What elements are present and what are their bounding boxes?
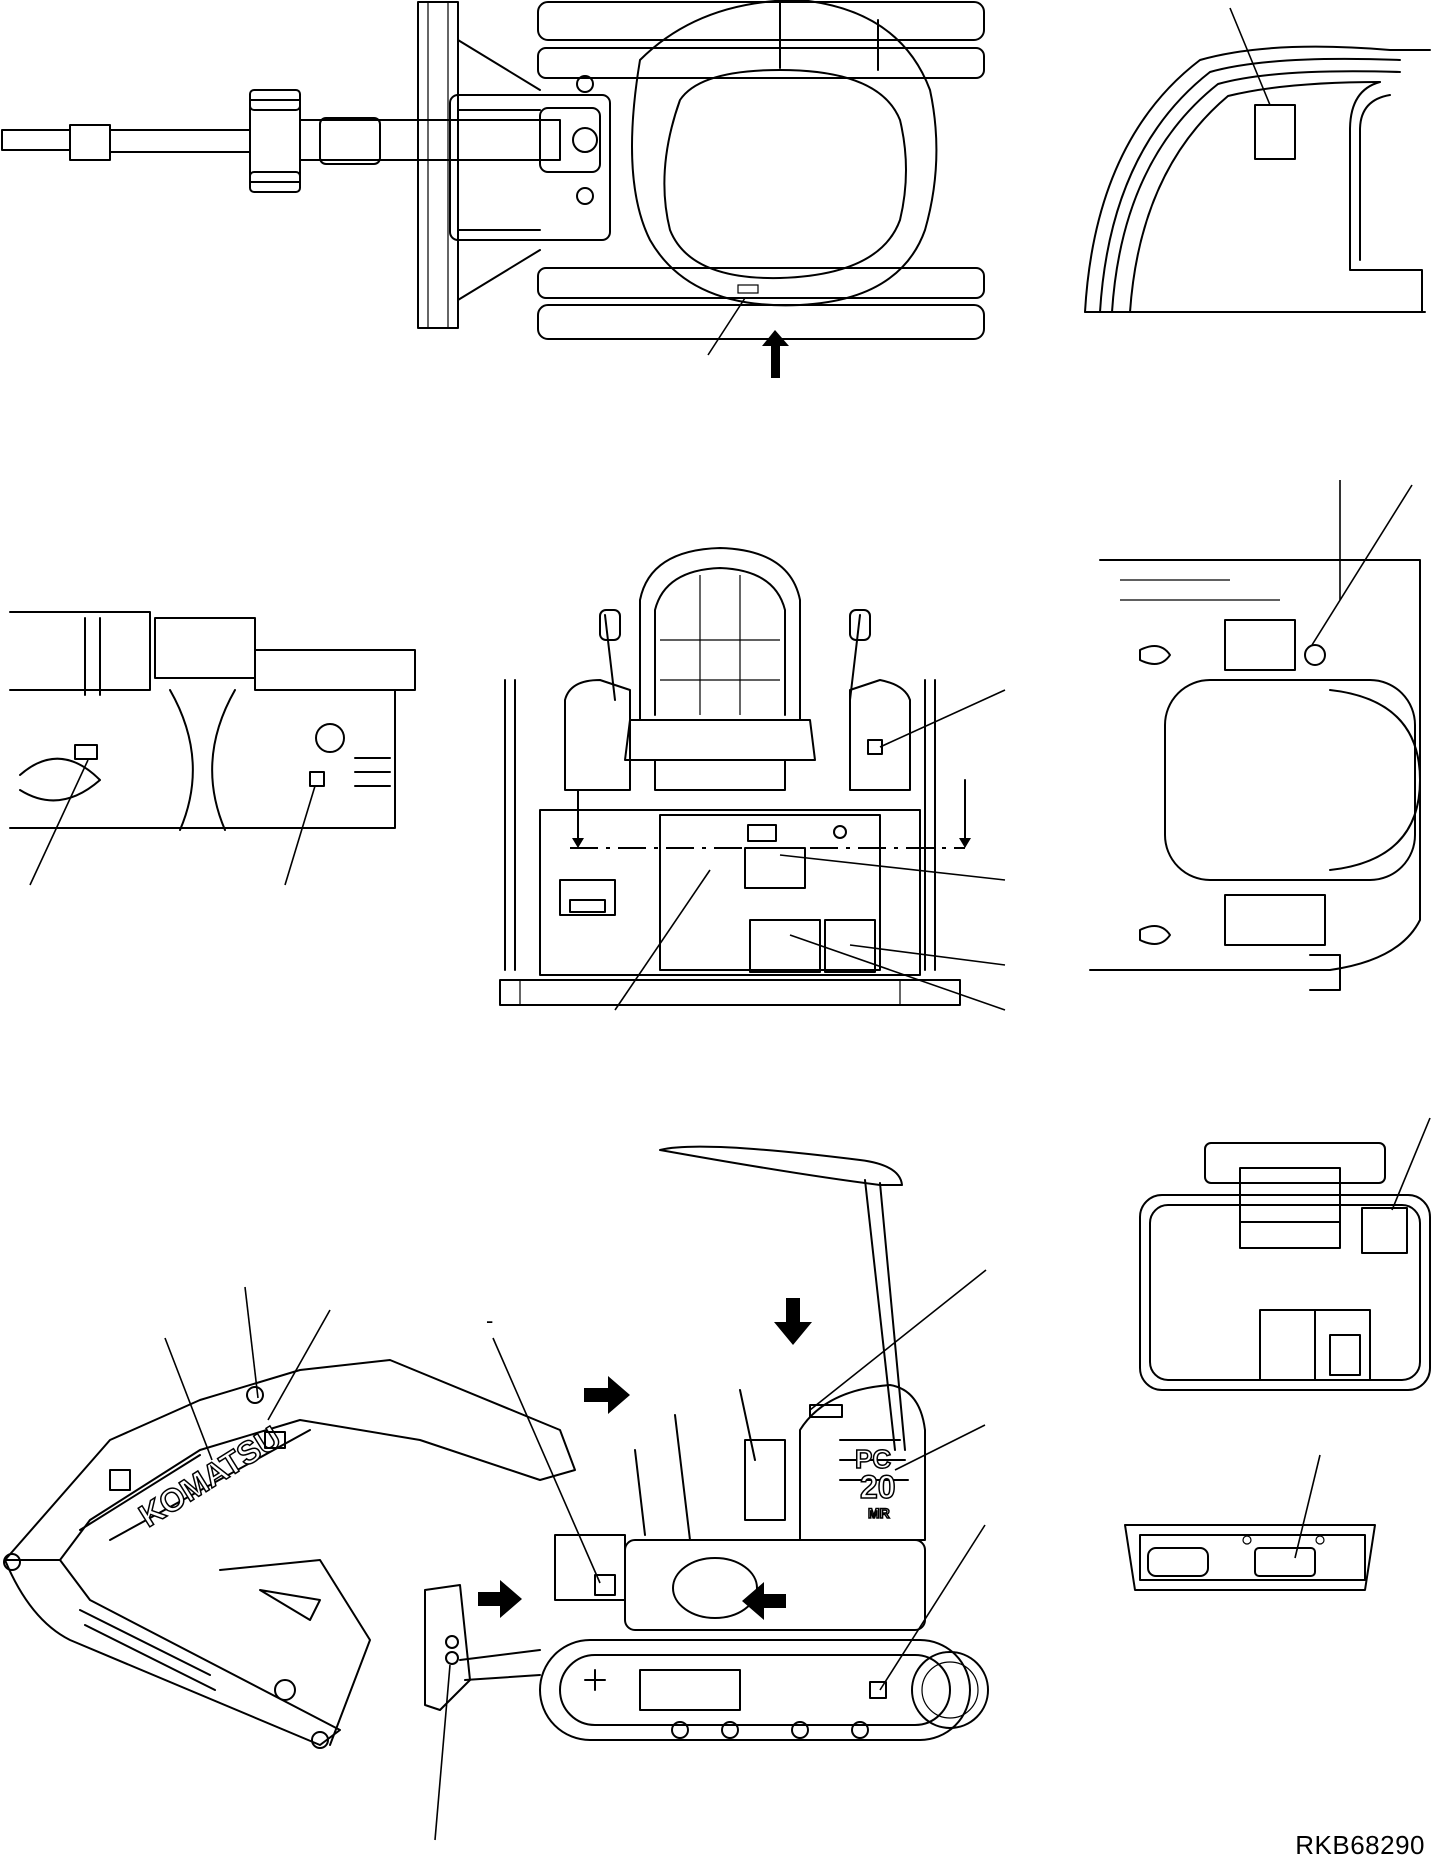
boom-lettering: KOMATSU [133,1419,287,1534]
model-badge-line2: 20 [860,1469,896,1505]
bottom-bracket-detail [1124,1454,1376,1591]
model-badge-line3: MR [868,1505,890,1521]
reference-code: RKB68290 [1295,1830,1425,1860]
model-badge-line1: PC [855,1444,891,1474]
top-view-excavator [1,0,985,378]
minus-mark: - [486,1308,493,1333]
frame-detail [9,611,416,886]
side-view-excavator: PC 20 MR KOMATSU [3,1145,989,1841]
seat-front-view [499,547,1006,1011]
cover-detail [1139,1117,1431,1391]
cab-floor-detail [1089,480,1421,991]
canopy-detail [1084,7,1431,313]
